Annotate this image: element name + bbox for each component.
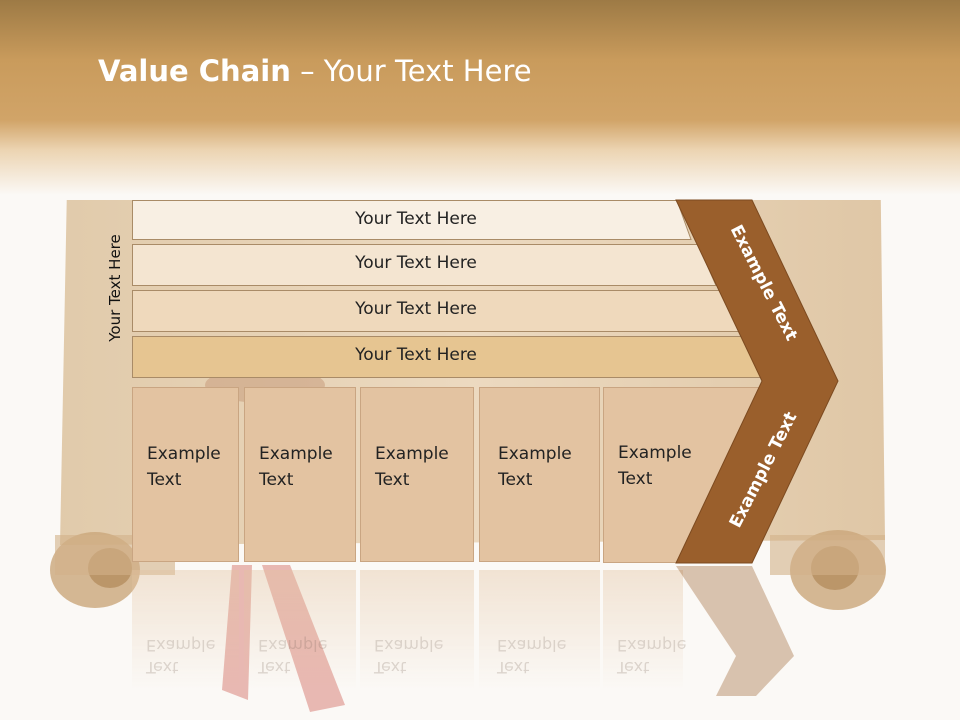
slide-title: Value Chain – Your Text Here [98, 54, 532, 88]
band-3: Your Text Here [132, 290, 740, 332]
band-1-label: Your Text Here [355, 209, 477, 229]
chevron-reflection [676, 566, 794, 696]
title-bold: Value Chain [98, 54, 291, 88]
band-3-label: Your Text Here [355, 299, 477, 319]
band-2-label: Your Text Here [355, 253, 477, 273]
band-4-label: Your Text Here [355, 345, 477, 365]
band-1: Your Text Here [132, 200, 692, 240]
side-label: Your Text Here [105, 220, 125, 355]
title-rest: – Your Text Here [290, 54, 532, 88]
band-2: Your Text Here [132, 244, 717, 286]
chevron-arrow [675, 199, 839, 564]
side-label-text: Your Text Here [106, 233, 124, 342]
header-band [0, 0, 960, 200]
